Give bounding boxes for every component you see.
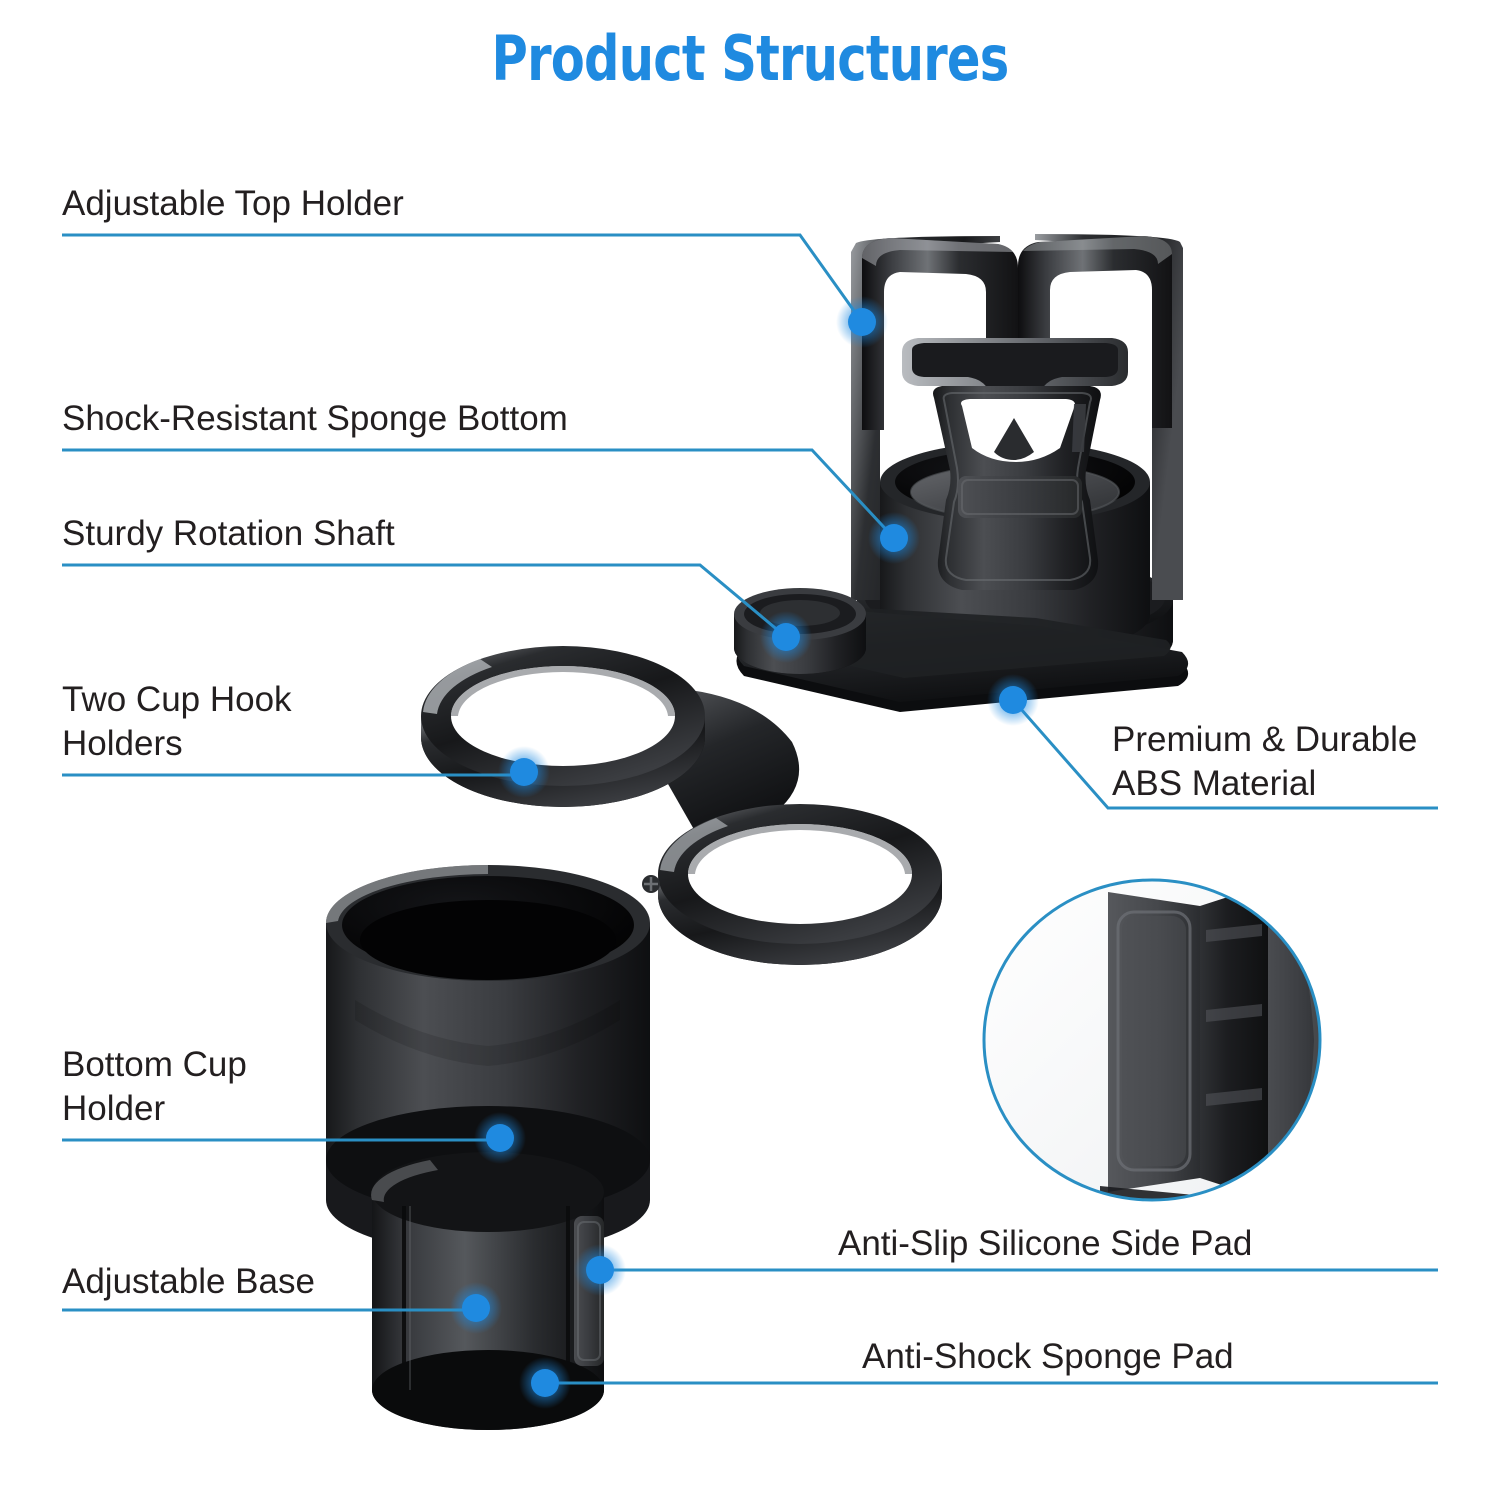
page-title: Product Structures: [491, 22, 1010, 95]
two-cup-hook-holders-graphic: [421, 646, 942, 965]
callout-label-anti-shock-sponge-pad: Anti-Shock Sponge Pad: [862, 1337, 1234, 1376]
callout-label-sturdy-rotation-shaft: Sturdy Rotation Shaft: [62, 514, 395, 553]
leader-premium-durable-abs-material: [987, 674, 1438, 810]
leader-shock-resistant-sponge-bottom: [62, 448, 920, 564]
callout-label-shock-resistant-sponge-bottom: Shock-Resistant Sponge Bottom: [62, 399, 568, 438]
callout-anti-shock-sponge-pad: Anti-Shock Sponge Pad: [862, 1335, 1438, 1379]
callout-shock-resistant-sponge-bottom: Shock-Resistant Sponge Bottom: [62, 397, 812, 441]
callout-label-anti-slip-silicone-side-pad: Anti-Slip Silicone Side Pad: [838, 1224, 1253, 1263]
leader-adjustable-top-holder: [62, 233, 888, 348]
leader-anti-slip-silicone-side-pad: [574, 1244, 1438, 1296]
callout-label-adjustable-base: Adjustable Base: [62, 1262, 315, 1301]
callout-label-two-cup-hook-holders: Two Cup Hook Holders: [62, 680, 292, 763]
adjustable-top-holder-graphic: [851, 234, 1183, 684]
leader-anti-shock-sponge-pad: [519, 1357, 1438, 1409]
callout-label-adjustable-top-holder: Adjustable Top Holder: [62, 184, 404, 223]
callout-label-premium-durable-abs-material: Premium & Durable ABS Material: [1112, 720, 1418, 803]
callout-adjustable-base: Adjustable Base: [62, 1260, 476, 1304]
callout-bottom-cup-holder: Bottom Cup Holder: [62, 1043, 500, 1131]
callout-anti-slip-silicone-side-pad: Anti-Slip Silicone Side Pad: [838, 1222, 1438, 1266]
leader-two-cup-hook-holders: [62, 746, 550, 798]
leader-sturdy-rotation-shaft: [62, 563, 812, 663]
callout-two-cup-hook-holders: Two Cup Hook Holders: [62, 678, 524, 766]
callout-adjustable-top-holder: Adjustable Top Holder: [62, 182, 802, 226]
callout-premium-durable-abs-material: Premium & Durable ABS Material: [1112, 718, 1438, 806]
leader-bottom-cup-holder: [62, 1112, 526, 1164]
callout-label-bottom-cup-holder: Bottom Cup Holder: [62, 1045, 247, 1128]
leader-adjustable-base: [62, 1282, 502, 1334]
callout-sturdy-rotation-shaft: Sturdy Rotation Shaft: [62, 512, 702, 556]
